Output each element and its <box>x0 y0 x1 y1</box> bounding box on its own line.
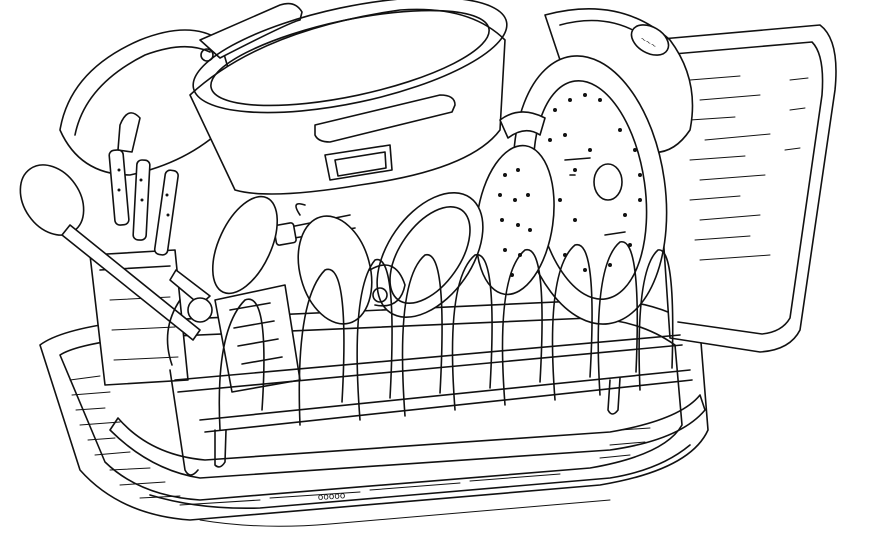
dutch-oven <box>189 0 508 195</box>
board-hatching <box>689 75 809 261</box>
wooden-spoon <box>19 164 201 341</box>
drip-tray <box>109 394 706 527</box>
kitchen-knives <box>108 112 179 256</box>
rack-end-frame <box>166 299 199 476</box>
cutting-board <box>649 24 837 353</box>
mat-scribble-text: ooooo <box>318 491 347 503</box>
wire-rack <box>174 241 693 468</box>
mat-hatching <box>69 375 651 499</box>
large-pot <box>59 2 303 176</box>
